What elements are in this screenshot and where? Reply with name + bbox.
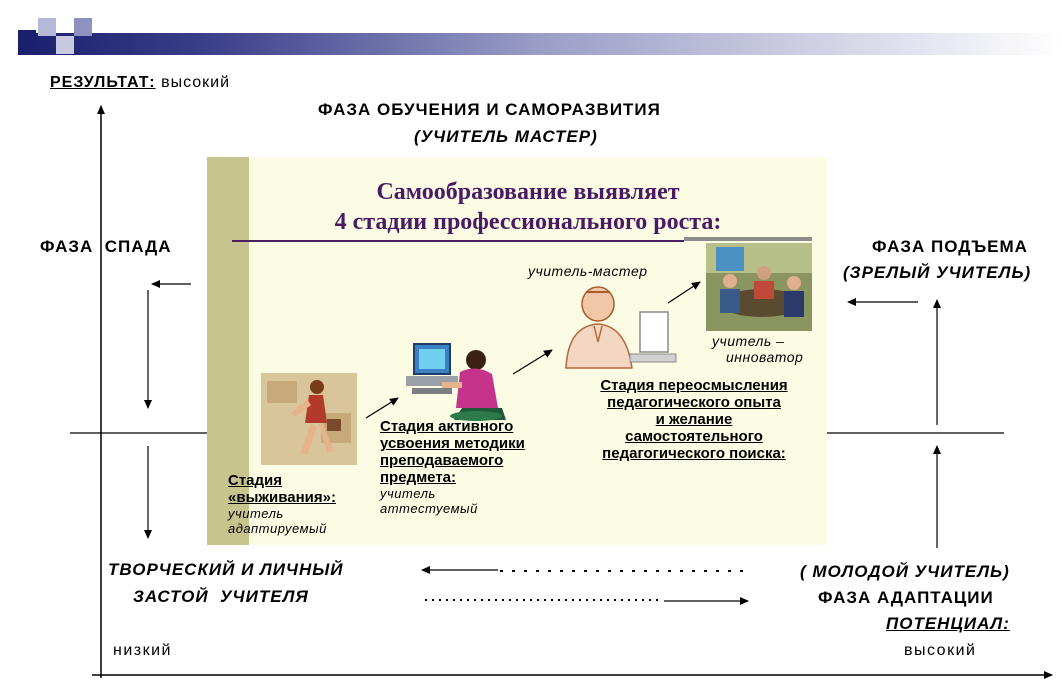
stagnation-label-line1: ТВОРЧЕСКИЙ И ЛИЧНЫЙ <box>108 560 344 579</box>
walking-woman-clipart <box>261 373 357 465</box>
master-label: учитель-мастер <box>528 263 648 279</box>
panel-title-rule <box>232 240 684 242</box>
stage3-title-line4: самостоятельного <box>625 428 763 445</box>
stage1-sub-line1: учитель <box>228 506 284 521</box>
decor-square-light <box>38 18 56 36</box>
arrow-stage-1-2 <box>365 397 399 419</box>
result-label: РЕЗУЛЬТАТ: <box>50 74 156 91</box>
phase-right-subtitle: (ЗРЕЛЫЙ УЧИТЕЛЬ) <box>843 263 1032 282</box>
decor-square-light-2 <box>56 36 74 54</box>
phase-right-title: ФАЗА ПОДЪЕМА <box>872 237 1028 256</box>
stage3-title-line3: и желание <box>655 411 733 428</box>
potential-low: низкий <box>113 642 172 659</box>
panel-title-rule-accent <box>684 237 812 241</box>
panel-side-strip <box>207 157 249 545</box>
stage2-sub-line2: аттестуемый <box>380 501 478 516</box>
header-gradient-bar <box>18 33 1062 55</box>
innovator-label: учитель – инноватор <box>712 333 803 365</box>
stage2-title-line2: усвоения методики <box>380 435 525 452</box>
decor-square-mid <box>74 18 92 36</box>
stage1-title-line1: Стадия <box>228 472 283 489</box>
stage2-title-line3: преподаваемого <box>380 452 504 469</box>
innovator-label-line1: учитель – <box>712 333 785 349</box>
stage2-block: Стадия активного усвоения методики препо… <box>380 418 525 516</box>
master-teacher-clipart <box>565 286 677 369</box>
decor-square-dark <box>18 30 36 48</box>
stage2-title-line4: предмета: <box>380 469 457 486</box>
stage2-sub-line1: учитель <box>380 486 436 501</box>
stage3-title-line1: Стадия переосмысления <box>600 377 788 394</box>
panel-title: Самообразование выявляет 4 стадии профес… <box>258 177 798 237</box>
panel-title-line2: 4 стадии профессионального роста: <box>334 209 722 235</box>
stage1-title-line2: «выживания»: <box>228 489 336 506</box>
potential-label: ПОТЕНЦИАЛ: <box>886 614 1010 633</box>
phase-top-subtitle: (УЧИТЕЛЬ МАСТЕР) <box>414 127 598 146</box>
stagnation-label-line2: ЗАСТОЙ УЧИТЕЛЯ <box>133 587 309 606</box>
stage2-title-line1: Стадия активного <box>380 418 514 435</box>
student-computer-clipart <box>406 343 506 421</box>
phase-top-title: ФАЗА ОБУЧЕНИЯ И САМОРАЗВИТИЯ <box>318 100 661 119</box>
stage3-title-line5: педагогического поиска: <box>602 445 786 462</box>
arrow-stage-3-4 <box>667 281 701 304</box>
stage1-sub-line2: адаптируемый <box>228 521 327 536</box>
stage1-block: Стадия «выживания»: учитель адаптируемый <box>228 472 336 536</box>
meeting-clipart <box>706 243 812 331</box>
phase-left-label: ФАЗА СПАДА <box>40 237 172 256</box>
adaptation-phase-label: ФАЗА АДАПТАЦИИ <box>818 588 994 607</box>
young-teacher-label: ( МОЛОДОЙ УЧИТЕЛЬ) <box>800 562 1010 581</box>
panel-title-line1: Самообразование выявляет <box>376 179 680 205</box>
arrow-stage-2-3 <box>512 349 553 375</box>
stages-panel <box>207 157 827 545</box>
stage3-block: Стадия переосмысления педагогического оп… <box>566 377 822 462</box>
result-label-group: РЕЗУЛЬТАТ: высокий <box>50 74 230 92</box>
potential-high: высокий <box>904 642 977 659</box>
result-value: высокий <box>161 74 231 91</box>
innovator-label-line2: инноватор <box>726 349 804 365</box>
stage3-title-line2: педагогического опыта <box>607 394 781 411</box>
